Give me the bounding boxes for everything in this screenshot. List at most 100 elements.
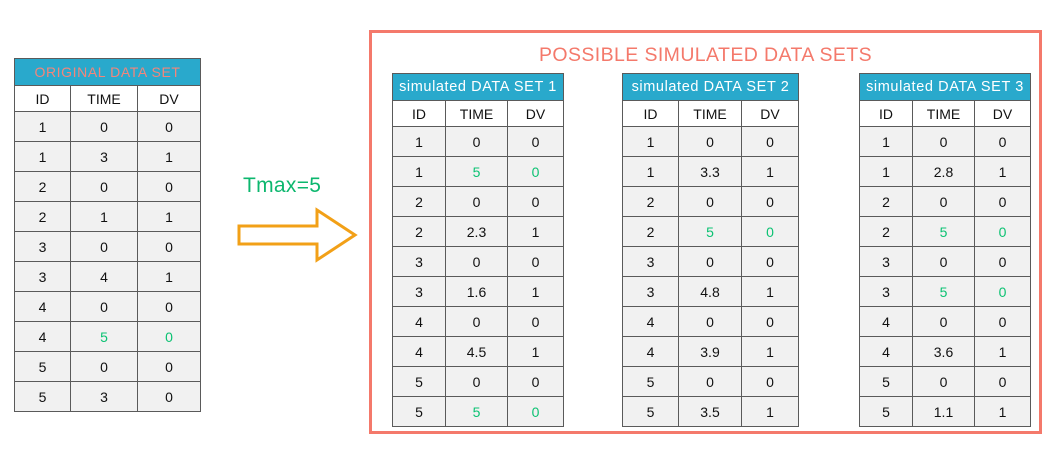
cell-id: 1: [392, 156, 446, 187]
cell-dv: 0: [973, 186, 1032, 217]
right-arrow-icon: [237, 206, 363, 269]
cell-time: 0: [70, 351, 138, 382]
column-header-dv: DV: [740, 100, 800, 127]
cell-time: 0: [678, 126, 742, 157]
original-column-header-row: ID TIME DV: [14, 85, 202, 112]
cell-dv: 1: [506, 276, 565, 307]
sim1-column-header-row: ID TIME DV: [392, 100, 565, 127]
cell-id: 3: [622, 246, 679, 277]
cell-dv: 0: [506, 306, 565, 337]
column-header-dv: DV: [506, 100, 565, 127]
cell-time: 1.6: [445, 276, 508, 307]
cell-time: 0: [445, 186, 508, 217]
cell-time: 0: [70, 231, 138, 262]
cell-id: 4: [392, 336, 446, 367]
cell-dv: 1: [740, 156, 800, 187]
column-header-dv: DV: [973, 100, 1032, 127]
cell-id: 3: [14, 261, 71, 292]
cell-id: 2: [392, 216, 446, 247]
cell-id: 3: [622, 276, 679, 307]
cell-time: 0: [912, 126, 975, 157]
column-header-id: ID: [14, 85, 71, 112]
cell-dv: 1: [973, 336, 1032, 367]
cell-id: 4: [859, 336, 913, 367]
column-header-id: ID: [859, 100, 913, 127]
cell-id: 4: [14, 291, 71, 322]
cell-dv: 0: [136, 171, 202, 202]
cell-time: 0: [70, 291, 138, 322]
cell-time: 3: [70, 381, 138, 412]
cell-dv: 0: [740, 126, 800, 157]
cell-dv: 0: [506, 246, 565, 277]
cell-dv: 0: [740, 246, 800, 277]
sim2-table-head: simulated DATA SET 2 ID TIME DV: [621, 73, 800, 127]
cell-dv: 0: [506, 156, 565, 187]
cell-dv: 1: [506, 216, 565, 247]
cell-id: 1: [622, 156, 679, 187]
cell-time: 0: [678, 246, 742, 277]
column-header-dv: DV: [136, 85, 202, 112]
cell-time: 0: [912, 186, 975, 217]
cell-time: 0: [445, 246, 508, 277]
cell-id: 5: [859, 366, 913, 397]
cell-dv: 0: [506, 186, 565, 217]
cell-id: 4: [622, 306, 679, 337]
cell-time: 1: [70, 201, 138, 232]
cell-dv: 0: [973, 306, 1032, 337]
cell-time: 0: [445, 306, 508, 337]
cell-dv: 0: [740, 216, 800, 247]
cell-dv: 1: [740, 276, 800, 307]
cell-dv: 0: [973, 126, 1032, 157]
cell-dv: 0: [136, 351, 202, 382]
cell-dv: 0: [136, 381, 202, 412]
tmax-label: Tmax=5: [243, 174, 322, 197]
cell-id: 2: [392, 186, 446, 217]
cell-time: 2.3: [445, 216, 508, 247]
cell-time: 4.5: [445, 336, 508, 367]
cell-time: 0: [678, 186, 742, 217]
cell-dv: 1: [973, 396, 1032, 427]
cell-id: 2: [14, 201, 71, 232]
column-header-time: TIME: [912, 100, 975, 127]
cell-id: 5: [392, 366, 446, 397]
cell-dv: 1: [506, 336, 565, 367]
sim1-table-head: simulated DATA SET 1 ID TIME DV: [391, 73, 565, 127]
cell-dv: 1: [740, 396, 800, 427]
original-table-title: ORIGINAL DATA SET: [13, 58, 202, 86]
cell-time: 1.1: [912, 396, 975, 427]
cell-id: 2: [14, 171, 71, 202]
cell-time: 5: [678, 216, 742, 247]
cell-dv: 0: [973, 246, 1032, 277]
cell-id: 1: [14, 111, 71, 142]
cell-dv: 0: [973, 276, 1032, 307]
cell-dv: 1: [973, 156, 1032, 187]
column-header-id: ID: [622, 100, 679, 127]
